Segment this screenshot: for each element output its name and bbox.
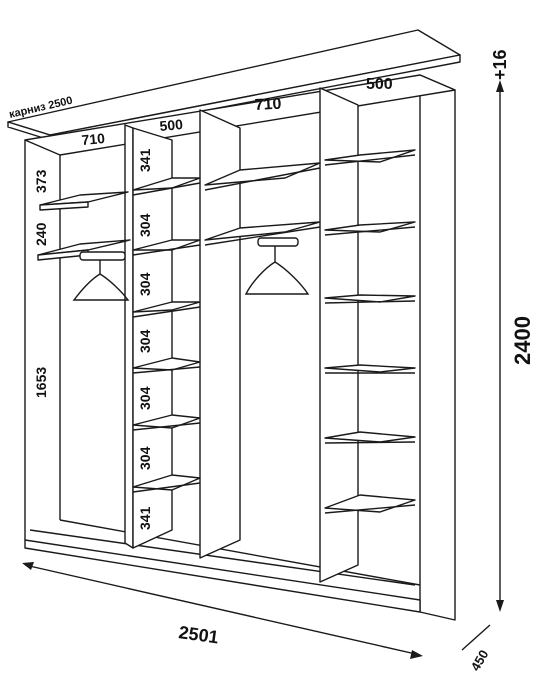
divider-3: [319, 87, 359, 583]
col2-shelves: [132, 177, 201, 493]
left-gap-bottom-label: 1653: [33, 367, 49, 398]
col2-gap-label: 304: [137, 272, 153, 296]
col3-shelves: [204, 162, 321, 246]
divider-1: [124, 124, 173, 549]
col2-gap-label: 341: [137, 148, 153, 172]
col2-gap-label: 304: [137, 386, 153, 410]
hanger-icon: [72, 251, 130, 301]
width-label: 2501: [177, 622, 219, 647]
hanger-icon: [244, 237, 310, 295]
comp1-width-label: 710: [81, 130, 106, 148]
col4-shelves: [324, 149, 416, 514]
comp4-width-label: 500: [366, 76, 393, 93]
left-gap-mid-label: 240: [33, 222, 49, 246]
col2-gap-label: 304: [137, 446, 153, 470]
comp3-width-label: 710: [254, 96, 282, 114]
col2-gap-label: 304: [137, 213, 153, 237]
col2-gap-label: 304: [137, 329, 153, 353]
depth-label: 450: [468, 647, 492, 673]
dimension-lines: [22, 80, 504, 659]
height-label: 2400: [510, 316, 535, 365]
left-gap-top-label: 373: [33, 169, 49, 193]
comp2-width-label: 500: [159, 116, 184, 134]
divider-2: [199, 109, 241, 559]
left-shelves: [37, 191, 131, 261]
col2-gap-label: 341: [137, 506, 153, 530]
wardrobe-body: [24, 74, 456, 621]
top-plus-label: +16: [490, 49, 510, 80]
